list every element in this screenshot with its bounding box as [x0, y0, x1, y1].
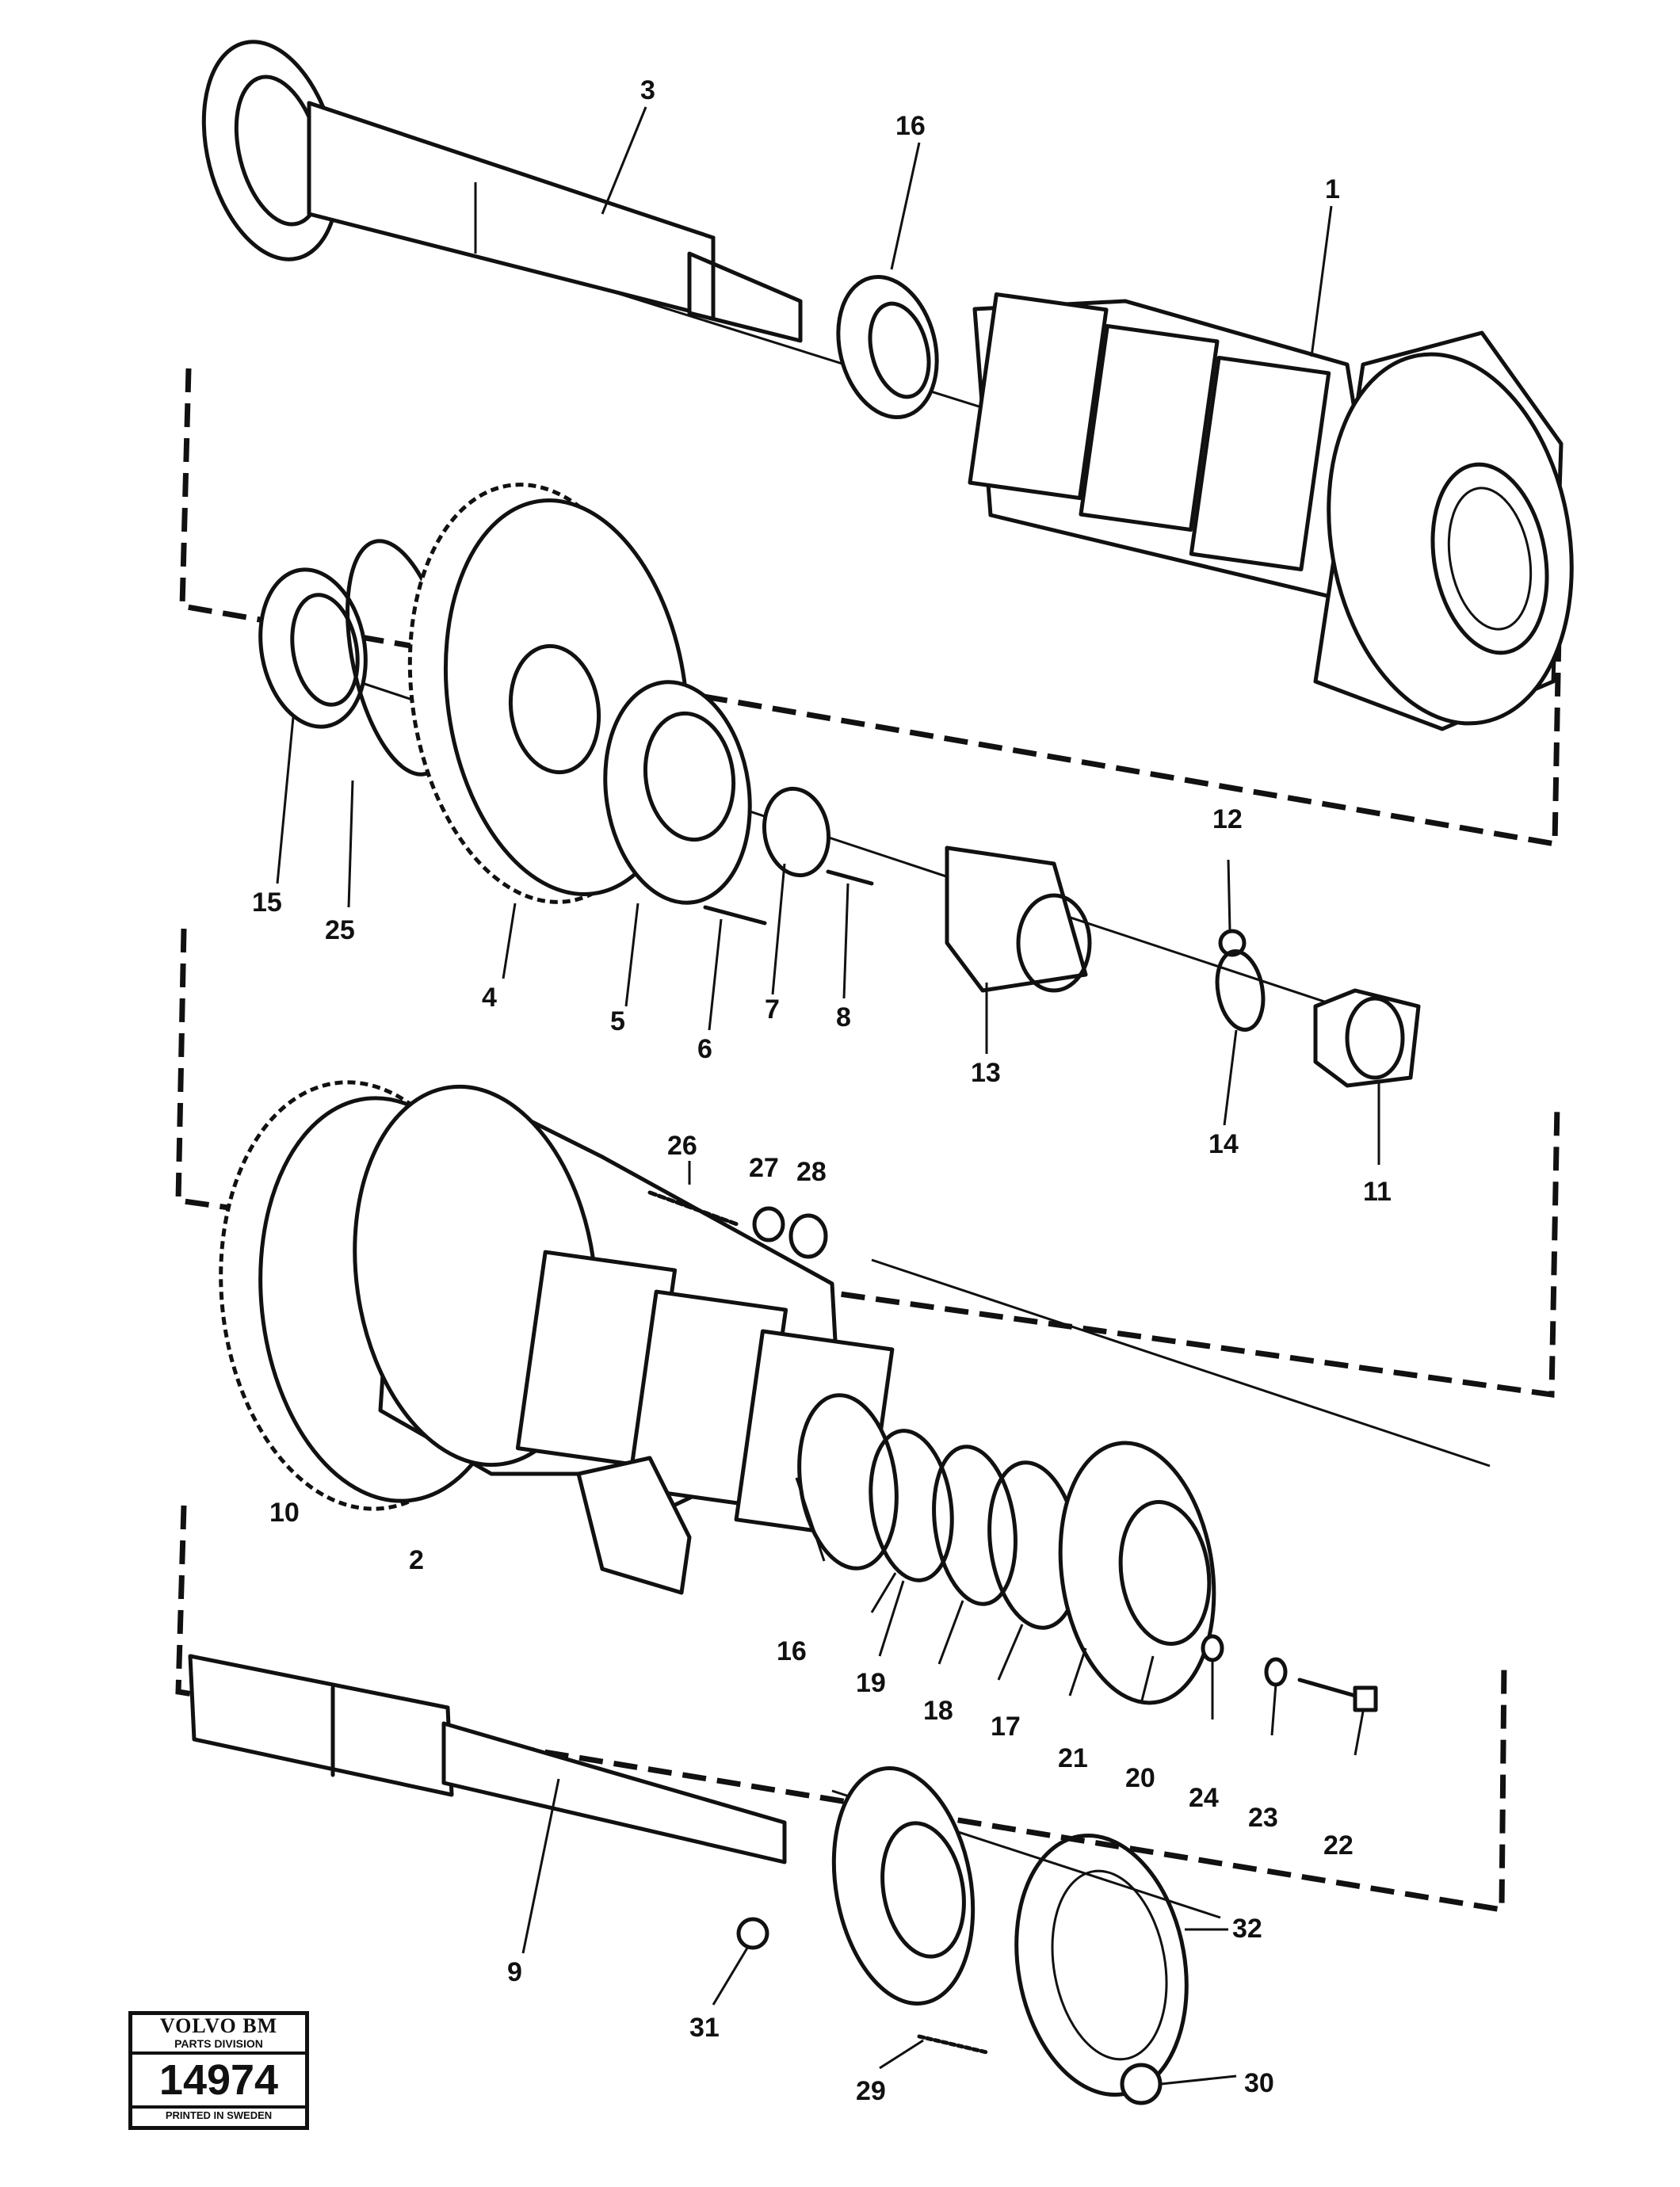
nut-part-31 [736, 1917, 769, 1950]
label-part-5: 5 [610, 1006, 625, 1036]
label-part-30: 30 [1244, 2068, 1274, 2098]
axis-line-middle [871, 1258, 1491, 1468]
lockring-part-14 [1215, 949, 1266, 1032]
hub-part-13 [945, 845, 1092, 993]
flange-part-5 [603, 680, 752, 905]
label-part-13: 13 [971, 1058, 1001, 1088]
label-part-24: 24 [1189, 1783, 1219, 1813]
label-part-9: 9 [507, 1957, 522, 1987]
label-part-18: 18 [923, 1696, 953, 1726]
leader-lines [276, 106, 1380, 2086]
bearing-part-15 [258, 567, 368, 729]
label-part-7: 7 [765, 994, 780, 1025]
label-part-14: 14 [1208, 1129, 1239, 1159]
nut-part-11 [1313, 988, 1421, 1088]
label-part-1: 1 [1325, 174, 1340, 204]
housing-part-1 [968, 292, 1574, 731]
bolt-part-6 [703, 905, 767, 926]
cover-part-20 [1058, 1441, 1216, 1705]
label-part-25: 25 [325, 915, 355, 945]
label-part-16-middle: 16 [777, 1636, 807, 1666]
shaft-part-3 [201, 40, 803, 343]
label-part-15: 15 [252, 887, 282, 918]
label-part-28: 28 [796, 1157, 827, 1187]
washer-part-23 [1264, 1657, 1288, 1687]
stud-part-26 [647, 1190, 739, 1227]
label-part-2: 2 [409, 1545, 424, 1575]
gasket-part-32 [1014, 1833, 1189, 2097]
screw-part-8 [826, 869, 874, 886]
nut-part-7 [762, 786, 831, 878]
label-part-21: 21 [1058, 1743, 1088, 1773]
bolt-part-22 [1297, 1677, 1378, 1712]
bearing-part-19 [869, 1429, 954, 1582]
part-number-labels: 3 16 1 15 25 4 5 6 7 8 13 12 14 11 26 27… [252, 75, 1392, 2106]
nut-part-30 [1120, 2063, 1163, 2105]
stamp-division: PARTS DIVISION [132, 2037, 305, 2055]
screw-part-24 [1201, 1634, 1224, 1662]
group-boundary-upper [179, 368, 1563, 848]
group-boundary-lower [175, 1505, 1507, 1914]
label-part-32: 32 [1232, 1914, 1262, 1944]
gear-part-4 [407, 483, 690, 904]
label-part-29: 29 [856, 2076, 886, 2106]
housing-part-2 [353, 1084, 895, 1595]
label-part-20: 20 [1125, 1763, 1155, 1793]
label-part-10: 10 [269, 1498, 300, 1528]
label-part-12: 12 [1212, 804, 1243, 834]
bearing-part-16-top [836, 274, 939, 420]
ring-part-18 [932, 1445, 1018, 1606]
nut-part-28 [788, 1213, 828, 1259]
label-part-3: 3 [640, 75, 655, 105]
label-part-8: 8 [836, 1002, 851, 1032]
label-part-26: 26 [667, 1131, 697, 1161]
stamp-number: 14974 [132, 2055, 305, 2109]
washer-part-27 [752, 1206, 785, 1242]
stamp-brand: VOLVO BM [159, 2014, 278, 2037]
label-part-16-top: 16 [895, 111, 926, 141]
screw-part-12 [1218, 929, 1247, 957]
label-part-27: 27 [749, 1153, 779, 1183]
label-part-23: 23 [1248, 1803, 1278, 1833]
label-part-19: 19 [856, 1668, 886, 1698]
label-part-11: 11 [1363, 1177, 1392, 1207]
label-part-4: 4 [482, 983, 497, 1013]
label-part-22: 22 [1323, 1830, 1354, 1861]
volvo-bm-parts-stamp: VOLVO BM PARTS DIVISION 14974 PRINTED IN… [128, 2011, 309, 2130]
stamp-printed: PRINTED IN SWEDEN [165, 2109, 273, 2121]
label-part-31: 31 [689, 2013, 720, 2043]
label-part-17: 17 [991, 1712, 1021, 1742]
stud-part-29 [917, 2034, 989, 2055]
shaft-part-9 [188, 1654, 976, 2006]
label-part-6: 6 [697, 1034, 712, 1064]
